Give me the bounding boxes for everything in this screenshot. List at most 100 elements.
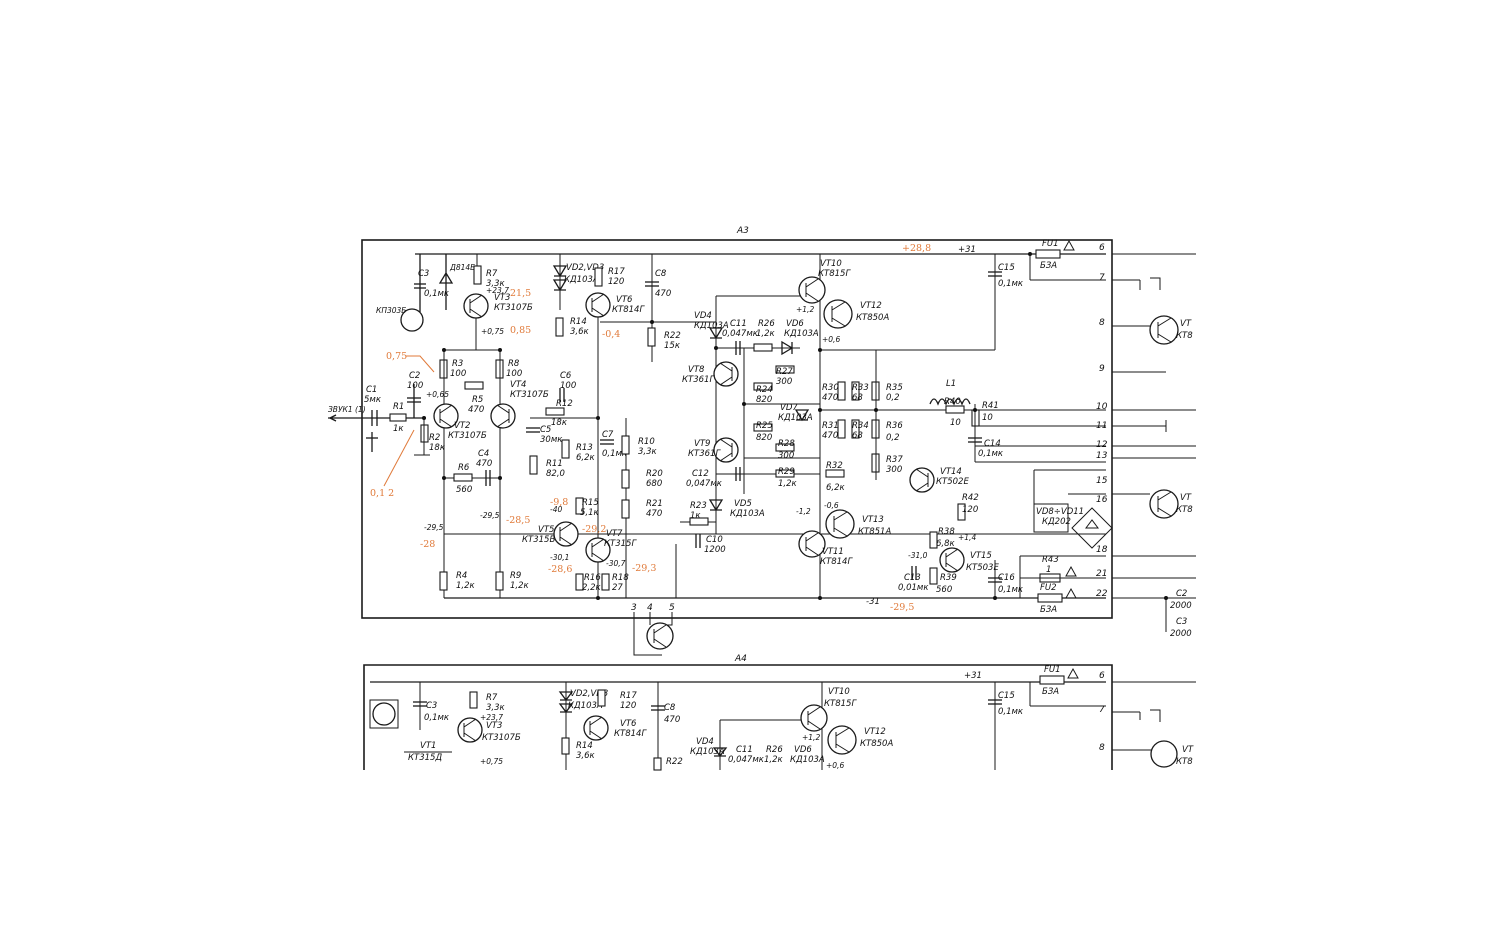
c11-ref: C11 bbox=[730, 319, 747, 329]
a4-vt12-ref: VT12 bbox=[864, 727, 886, 737]
a4-vt3-val: КТ3107Б bbox=[482, 733, 521, 743]
a3-pin-22: 22 bbox=[1096, 589, 1108, 599]
vt7-symbol bbox=[591, 538, 605, 562]
r15-val: 5,1к bbox=[580, 508, 600, 518]
a4-v-2337: +23,7 bbox=[480, 713, 503, 722]
ext-c3-ref: C3 bbox=[1176, 617, 1187, 627]
r29-ref: R29 bbox=[778, 467, 795, 477]
c12-val: 0,047мк bbox=[686, 479, 723, 489]
vt15-val: КТ503Е bbox=[966, 563, 999, 573]
junction-dot bbox=[818, 408, 822, 412]
vt2-symbol bbox=[439, 404, 453, 428]
vt7-val: КТ315Г bbox=[604, 539, 637, 549]
r16-val: 2,2к bbox=[582, 583, 602, 593]
r33-ref: R33 bbox=[852, 383, 869, 393]
vt5-ref: VT5 bbox=[538, 525, 554, 535]
r11-ref: R11 bbox=[546, 459, 563, 469]
vd6-diode bbox=[781, 340, 794, 356]
r24-ref: R24 bbox=[756, 385, 773, 395]
vt10-transistor bbox=[798, 276, 826, 304]
r43-warning-icon bbox=[1065, 565, 1077, 577]
vt4-transistor bbox=[490, 403, 516, 429]
r15-body bbox=[575, 497, 584, 515]
r38-ref: R38 bbox=[938, 527, 955, 537]
vt9-ref: VT9 bbox=[694, 439, 710, 449]
r40-val: 10 bbox=[950, 418, 961, 428]
r29-body bbox=[775, 469, 795, 478]
a4-vd4-diode bbox=[712, 747, 728, 758]
r41-val: 10 bbox=[982, 413, 993, 423]
r13-body bbox=[561, 439, 570, 459]
rail-plus31: +31 bbox=[958, 245, 976, 255]
vt2-emitter-voltage: +0,65 bbox=[426, 390, 449, 399]
vt5-symbol bbox=[559, 522, 573, 546]
r42-ref: R42 bbox=[962, 493, 979, 503]
vt-ext-lower-val: КТ8 bbox=[1176, 505, 1193, 515]
bridge-val: КД202 bbox=[1042, 517, 1071, 527]
vt8-ref: VT8 bbox=[688, 365, 705, 375]
junction-dot bbox=[442, 348, 446, 352]
ext-c3-val: 2000 bbox=[1170, 629, 1192, 639]
r30-body bbox=[837, 381, 846, 401]
r12-val: 18к bbox=[551, 418, 568, 428]
r17-ref: R17 bbox=[608, 267, 625, 277]
junction-dot bbox=[596, 596, 600, 600]
a4-vd3-diode bbox=[558, 703, 574, 714]
a4-vd-val: КД103А bbox=[568, 701, 603, 711]
vd5-ref: VD5 bbox=[734, 499, 752, 509]
vt-ext-upper-transistor bbox=[1149, 315, 1179, 345]
junction-dots bbox=[422, 252, 1168, 600]
a4-r22-body bbox=[653, 757, 662, 771]
orange-voltage-13: -29,5 bbox=[890, 602, 914, 613]
r29-val: 1,2к bbox=[778, 479, 798, 489]
junction-dot bbox=[973, 408, 977, 412]
r21-body bbox=[621, 499, 630, 519]
r10-body bbox=[621, 435, 630, 455]
r27-val: 300 bbox=[776, 377, 792, 387]
r24-body bbox=[753, 382, 773, 391]
r42-body bbox=[957, 503, 966, 521]
r37-ref: R37 bbox=[886, 455, 903, 465]
r6-val: 560 bbox=[456, 485, 472, 495]
a4-vt10-val: КТ815Г bbox=[824, 699, 857, 709]
a4-vt12-symbol bbox=[835, 727, 850, 753]
r28-body bbox=[775, 443, 795, 452]
r17-val: 120 bbox=[608, 277, 624, 287]
c11-val: 0,047мк bbox=[722, 329, 759, 339]
vt-ext-lower-ref: VT bbox=[1180, 493, 1192, 503]
orange-voltage-12: -29,3 bbox=[632, 563, 656, 574]
r13-ref: R13 bbox=[576, 443, 593, 453]
r17-body bbox=[594, 267, 603, 287]
vd2vd3-val: КД103А bbox=[564, 275, 599, 285]
vt-ext-lower-transistor bbox=[1149, 489, 1179, 519]
a4-vd4-ref: VD4 bbox=[696, 737, 714, 747]
vt8-symbol bbox=[719, 362, 733, 386]
r1-ref: R1 bbox=[393, 402, 404, 412]
a4-c11-val: 0,047мк bbox=[728, 755, 765, 765]
vt11-val: КТ814Г bbox=[820, 557, 853, 567]
ext-switch-icon bbox=[1139, 277, 1161, 290]
r39-val: 560 bbox=[936, 585, 952, 595]
c7-ref: C7 bbox=[602, 430, 614, 440]
c1-ref: C1 bbox=[366, 385, 377, 395]
vt6-ref: VT6 bbox=[616, 295, 633, 305]
c8-ref: C8 bbox=[655, 269, 667, 279]
a4-vt10-symbol bbox=[807, 706, 821, 730]
r36-val: 0,2 bbox=[886, 433, 900, 443]
a4-rail-plus31: +31 bbox=[964, 671, 982, 681]
vd7-val: КД103А bbox=[778, 413, 813, 423]
vt13-val: КТ851А bbox=[858, 527, 891, 537]
a4-ext-switch-icon bbox=[1139, 709, 1161, 722]
r21-ref: R21 bbox=[646, 499, 663, 509]
vt11-symbol bbox=[805, 532, 819, 556]
r39-body bbox=[929, 567, 938, 585]
vt2-val: КТ3107Б bbox=[448, 431, 487, 441]
a3-pin-10: 10 bbox=[1096, 402, 1108, 412]
a3-pin-16: 16 bbox=[1096, 495, 1108, 505]
a4-vt12-val: КТ850А bbox=[860, 739, 893, 749]
r14-body bbox=[555, 317, 564, 337]
c8-val: 470 bbox=[655, 289, 671, 299]
vt14-val: КТ502Е bbox=[936, 477, 969, 487]
orange-voltage-8: -28 bbox=[420, 539, 435, 550]
